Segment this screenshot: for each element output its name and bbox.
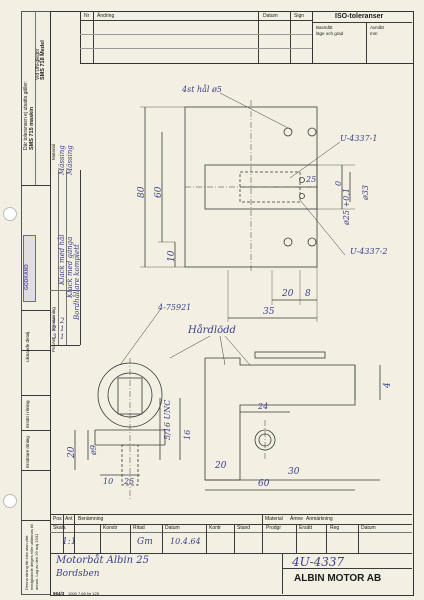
label-part-3: 4-75921	[158, 303, 192, 312]
tb-ritad: Ritad	[133, 525, 145, 531]
tb-ersatt: Ersätt	[299, 525, 313, 531]
tb-kontr: Kontr	[209, 525, 221, 531]
tb-amne: Ämne	[290, 516, 304, 522]
part-1-pos: 1	[52, 317, 57, 325]
dim-60: 60	[154, 186, 164, 198]
dim-20-side: 20	[215, 461, 227, 471]
dim-4: 4	[383, 382, 393, 388]
tb-scale-value: 1:1	[62, 537, 77, 547]
dim-25-front: 25	[124, 477, 135, 486]
tb-skala: Skala	[53, 525, 66, 531]
tb-footer-code: 664/3	[53, 591, 65, 596]
punch-hole-top	[3, 207, 17, 221]
dim-24: 24	[258, 402, 269, 411]
iso-title: ISO-toleranser	[335, 13, 384, 20]
revision-col-nr: Nr	[84, 13, 90, 19]
part-2-pos: 2	[52, 325, 57, 333]
tb-stand: Stand	[237, 525, 251, 531]
tb-anmarkning: Anmärkning	[306, 516, 333, 522]
tb-benamning: Benämning	[78, 516, 104, 522]
dim-d25: ø25 +0,1	[342, 188, 351, 225]
tb-datum2: Datum	[361, 525, 376, 531]
tb-datum-value: 10.4.64	[170, 537, 201, 546]
dim-30: 30	[288, 467, 300, 477]
dim-thread: 5/16 UNC	[163, 399, 172, 440]
tb-ant: Ant	[65, 516, 73, 522]
label-part-2: U-4337-2	[350, 247, 388, 256]
dim-20-top: 20	[282, 289, 294, 299]
dim-d9: ø9	[89, 445, 98, 455]
dim-25: 25	[306, 175, 317, 184]
tb-datum: Datum	[165, 525, 180, 531]
dim-80: 80	[137, 186, 147, 198]
tb-ritad-value: Gm	[137, 537, 153, 547]
tb-pos: Pos	[53, 516, 62, 522]
dim-0: 0	[334, 180, 343, 186]
part-3-pos: 3	[52, 333, 57, 341]
dim-10-front: 10	[103, 477, 114, 486]
label-holes: 4st hål ø5	[182, 85, 222, 94]
tb-company: ALBIN MOTOR AB	[294, 573, 382, 584]
dim-d33: ø33	[361, 185, 370, 200]
iso-col-basmatt: Basmått läge och grad	[316, 25, 344, 36]
tb-konstr: Konstr	[103, 525, 118, 531]
label-weld: Hårdlödd	[188, 325, 236, 336]
iso-col-avmatt: Avmått mm	[370, 25, 384, 36]
iso-tolerance-box	[312, 11, 413, 64]
punch-hole-bottom	[3, 494, 17, 508]
tb-prodgr: Prodgr	[266, 525, 282, 531]
tb-footer-small: 1000 7.60 Nr 125	[68, 591, 99, 596]
part-3-ant: 1	[60, 333, 65, 341]
part-2-ant: 1	[60, 325, 65, 333]
tb-title-2: Bordsben	[56, 569, 100, 579]
tb-drawing-no: 4U-4337	[292, 555, 345, 569]
revision-table	[80, 11, 313, 64]
tb-title-1: Motorbåt Albin 25	[56, 555, 150, 566]
dim-35: 35	[263, 307, 275, 317]
dim-10: 10	[167, 250, 177, 262]
dim-20-front: 20	[67, 446, 77, 458]
approval-stamp	[23, 235, 36, 302]
dim-16: 16	[183, 429, 192, 440]
tb-material: Material	[265, 516, 283, 522]
dim-8: 8	[305, 289, 311, 299]
tb-reg: Reg	[330, 525, 340, 531]
revision-col-andring: Ändring	[97, 13, 115, 19]
revision-col-sign: Sign	[294, 13, 305, 19]
dim-60-side: 60	[258, 479, 270, 489]
revision-col-datum: Datum	[263, 13, 278, 19]
part-1-ant: 2	[60, 317, 65, 325]
label-part-1: U-4337-1	[340, 134, 378, 143]
